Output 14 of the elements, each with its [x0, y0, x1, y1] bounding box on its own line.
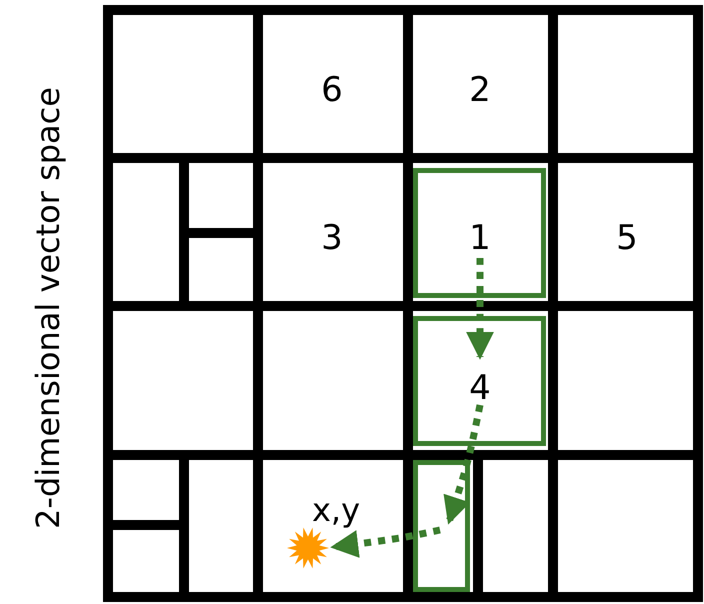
- highlighted-cell: [413, 316, 546, 446]
- highlighted-cell: [413, 168, 546, 298]
- cell-number: 1: [469, 221, 491, 255]
- cell-number: 6: [321, 73, 343, 107]
- cell-number: 2: [469, 73, 491, 107]
- cell-number: 3: [321, 221, 343, 255]
- star-burst-icon: [287, 527, 329, 569]
- dotted-arrow: [466, 258, 494, 360]
- dotted-arrow: [330, 526, 441, 558]
- cell-number: 5: [616, 221, 638, 255]
- highlighted-cell: [413, 460, 470, 592]
- axis-label: 2-dimensional vector space: [29, 87, 67, 529]
- coordinate-label: x,y: [312, 494, 360, 526]
- cell-number: 4: [469, 371, 491, 405]
